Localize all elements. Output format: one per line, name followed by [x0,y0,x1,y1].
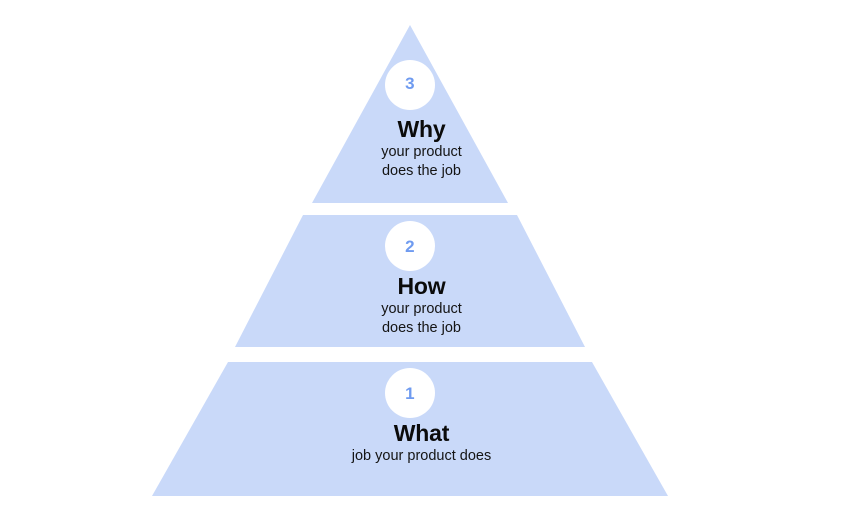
pyramid-tier-top[interactable] [312,25,508,203]
tier-number-3: 3 [405,74,415,93]
tier-number-2: 2 [405,237,415,256]
tier-number-1: 1 [405,384,415,403]
badge-circle-2 [387,223,433,269]
pyramid-tier-bottom[interactable] [152,362,668,496]
pyramid-tier-middle[interactable] [235,215,585,347]
badge-circle-1 [387,370,433,416]
badge-circle-3 [387,62,433,108]
